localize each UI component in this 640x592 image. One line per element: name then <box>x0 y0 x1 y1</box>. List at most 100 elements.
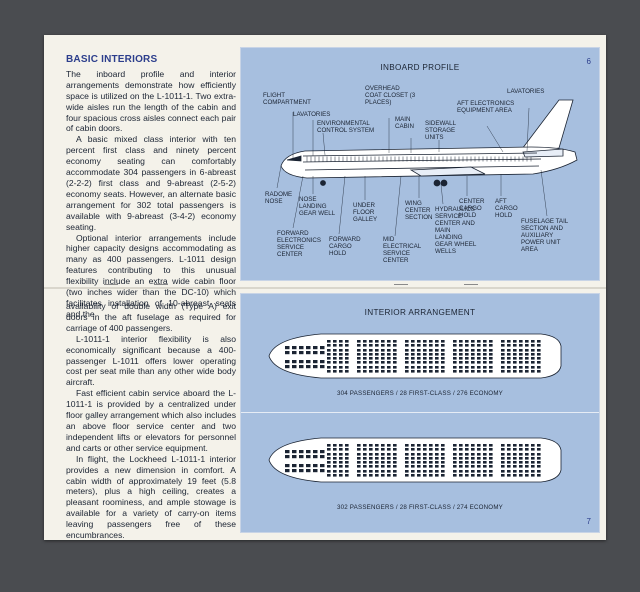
first-class-seat <box>306 351 311 355</box>
seat <box>459 357 463 360</box>
seat <box>489 470 493 473</box>
seat <box>417 370 421 373</box>
seat <box>513 357 517 360</box>
seat <box>483 470 487 473</box>
seat <box>519 366 523 369</box>
seat <box>381 461 385 464</box>
seat <box>339 340 343 343</box>
seat <box>423 353 427 356</box>
seat <box>375 474 379 477</box>
seat <box>339 344 343 347</box>
label-env-control: ENVIRONMENTAL CONTROL SYSTEM <box>317 120 375 134</box>
seat <box>441 340 445 343</box>
seat <box>453 453 457 456</box>
seat <box>525 465 529 468</box>
seat <box>339 357 343 360</box>
fuselage-outline <box>280 146 578 179</box>
seat <box>525 357 529 360</box>
seat <box>471 457 475 460</box>
seat <box>525 370 529 373</box>
seat <box>381 366 385 369</box>
seat <box>405 453 409 456</box>
seat <box>525 444 529 447</box>
seat <box>531 349 535 352</box>
seat <box>423 448 427 451</box>
seat <box>387 344 391 347</box>
seat <box>423 453 427 456</box>
seat <box>387 349 391 352</box>
seat <box>327 457 331 460</box>
seat <box>345 353 349 356</box>
seat <box>393 453 397 456</box>
seat <box>405 474 409 477</box>
page7-paragraph: L-1011-1 interior flexibility is also ec… <box>66 333 236 388</box>
inboard-profile-title: INBOARD PROFILE <box>380 63 460 72</box>
seat <box>417 361 421 364</box>
seat <box>435 444 439 447</box>
seat <box>339 444 343 447</box>
seat <box>333 349 337 352</box>
first-class-seat <box>306 455 311 459</box>
seat <box>459 457 463 460</box>
first-class-seat <box>285 346 290 350</box>
seat <box>327 461 331 464</box>
seat <box>369 344 373 347</box>
label-hydraulics: HYDRAULICS SERVICE CENTER AND MAIN LANDI… <box>435 206 477 255</box>
seat <box>513 353 517 356</box>
seat <box>525 353 529 356</box>
seat <box>387 453 391 456</box>
seat <box>453 470 457 473</box>
label-aft-cargo: AFT CARGO HOLD <box>495 198 518 219</box>
seat <box>453 474 457 477</box>
seat <box>381 470 385 473</box>
seat <box>363 361 367 364</box>
seat <box>423 457 427 460</box>
first-class-seat <box>292 365 297 369</box>
seat <box>393 340 397 343</box>
seat <box>339 361 343 364</box>
seat <box>363 357 367 360</box>
seat <box>453 344 457 347</box>
first-class-seat <box>313 351 318 355</box>
seat <box>327 361 331 364</box>
seat <box>381 349 385 352</box>
seat <box>435 344 439 347</box>
seat <box>405 340 409 343</box>
seat <box>459 444 463 447</box>
seat <box>381 340 385 343</box>
seat <box>429 465 433 468</box>
first-class-seat <box>320 351 325 355</box>
seat <box>519 461 523 464</box>
page6-paragraph: The inboard profile and interior arrange… <box>66 68 236 134</box>
seat <box>471 361 475 364</box>
seat <box>381 453 385 456</box>
seat <box>525 340 529 343</box>
seat <box>519 453 523 456</box>
seat <box>393 353 397 356</box>
seat <box>357 444 361 447</box>
seat <box>531 370 535 373</box>
seat <box>453 357 457 360</box>
seat <box>501 349 505 352</box>
seat <box>345 366 349 369</box>
seat <box>411 361 415 364</box>
seat <box>327 370 331 373</box>
seat <box>417 366 421 369</box>
seat <box>525 474 529 477</box>
first-class-seat <box>313 346 318 350</box>
seat <box>333 357 337 360</box>
seat <box>489 357 493 360</box>
label-fwd-electronics: FORWARD ELECTRONICS SERVICE CENTER <box>277 230 322 258</box>
seat <box>369 457 373 460</box>
seat <box>483 457 487 460</box>
seat <box>441 474 445 477</box>
main-wheel <box>433 179 441 187</box>
seat <box>513 461 517 464</box>
seat <box>369 453 373 456</box>
seat <box>537 370 541 373</box>
seat <box>327 444 331 447</box>
page7-text: availability of double width (Type A) ex… <box>66 301 236 541</box>
page6-heading: BASIC INTERIORS <box>66 54 158 65</box>
seat <box>411 370 415 373</box>
seat <box>507 474 511 477</box>
